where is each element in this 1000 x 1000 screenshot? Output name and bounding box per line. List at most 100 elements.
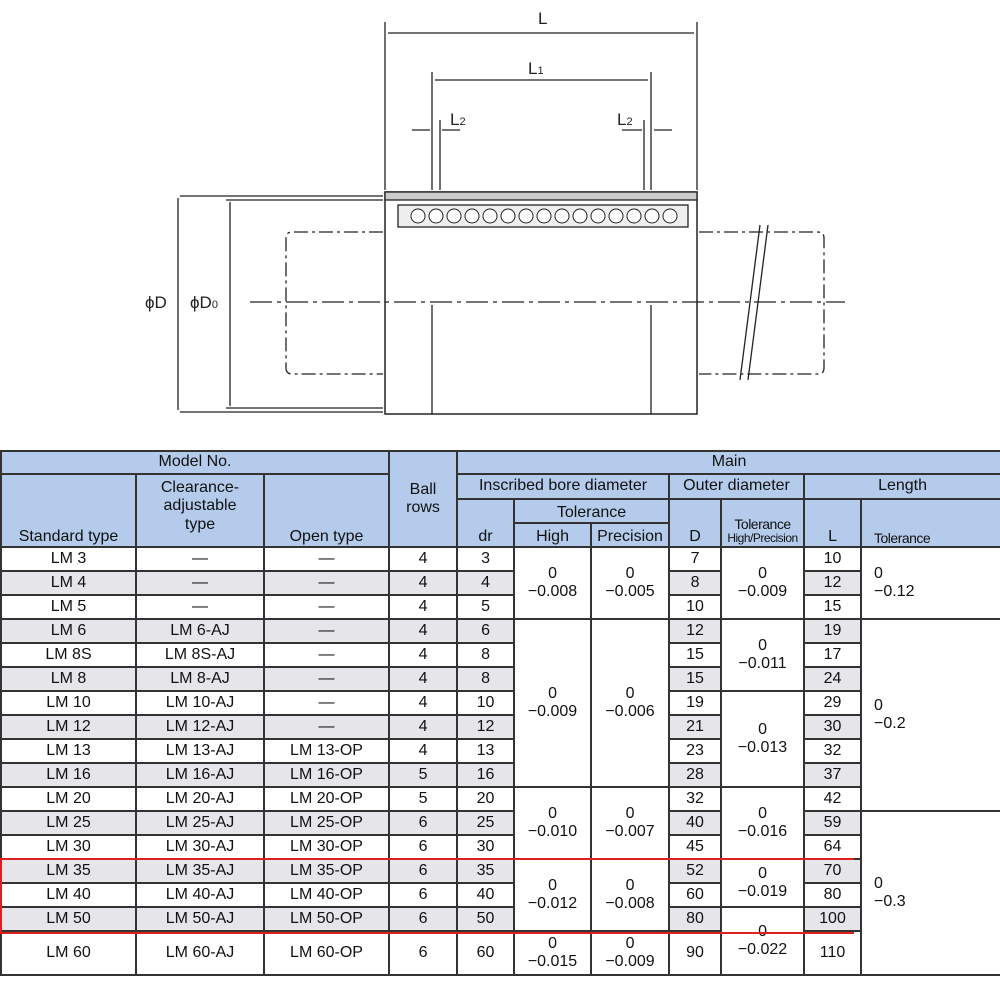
cell-L: 32 bbox=[803, 738, 863, 764]
cell-bore-tol-precision: 0 −0.009 bbox=[590, 930, 671, 976]
header-ball-rows: Ball rows bbox=[388, 450, 459, 548]
cell-clearance-type: LM 16-AJ bbox=[135, 762, 265, 788]
cell-L: 100 bbox=[803, 906, 863, 932]
cell-D: 52 bbox=[668, 858, 723, 884]
cell-open-type: LM 40-OP bbox=[262, 882, 391, 908]
cell-open-type: — bbox=[262, 642, 391, 668]
cell-dr: 40 bbox=[456, 882, 516, 908]
cell-clearance-type: — bbox=[135, 570, 265, 596]
cell-L: 19 bbox=[803, 618, 863, 644]
cell-ball-rows: 5 bbox=[388, 786, 459, 812]
cell-L: 37 bbox=[803, 762, 863, 788]
cell-open-type: — bbox=[262, 666, 391, 692]
cell-open-type: — bbox=[262, 594, 391, 620]
cell-standard-type: LM 20 bbox=[0, 786, 137, 812]
cell-clearance-type: LM 50-AJ bbox=[135, 906, 265, 932]
cell-outer-tol: 0 −0.013 bbox=[720, 690, 806, 788]
cell-ball-rows: 4 bbox=[388, 738, 459, 764]
cell-standard-type: LM 6 bbox=[0, 618, 137, 644]
cell-bore-tol-high: 0 −0.015 bbox=[513, 930, 593, 976]
cell-standard-type: LM 25 bbox=[0, 810, 137, 836]
cell-dr: 12 bbox=[456, 714, 516, 740]
cell-open-type: — bbox=[262, 714, 391, 740]
cell-D: 45 bbox=[668, 834, 723, 860]
header-clearance-type: Clearance- adjustable type bbox=[135, 473, 265, 548]
cell-standard-type: LM 50 bbox=[0, 906, 137, 932]
linear-bushing-drawing: L L1 L2 L2 ϕD ϕD0 bbox=[145, 9, 845, 415]
cell-dr: 25 bbox=[456, 810, 516, 836]
cell-ball-rows: 6 bbox=[388, 906, 459, 932]
cell-bore-tol-precision: 0 −0.005 bbox=[590, 546, 671, 620]
cell-L: 59 bbox=[803, 810, 863, 836]
cell-ball-rows: 5 bbox=[388, 762, 459, 788]
header-dr: dr bbox=[456, 498, 516, 548]
spec-table: Model No. Ball rows Main Standard type C… bbox=[0, 450, 1000, 976]
cell-standard-type: LM 12 bbox=[0, 714, 137, 740]
dim-L2-left: L2 bbox=[450, 110, 466, 129]
cell-dr: 5 bbox=[456, 594, 516, 620]
cell-dr: 3 bbox=[456, 546, 516, 572]
cell-clearance-type: LM 12-AJ bbox=[135, 714, 265, 740]
cell-D: 12 bbox=[668, 618, 723, 644]
cell-dr: 10 bbox=[456, 690, 516, 716]
cell-dr: 8 bbox=[456, 642, 516, 668]
cell-standard-type: LM 4 bbox=[0, 570, 137, 596]
cell-open-type: — bbox=[262, 546, 391, 572]
cell-L: 24 bbox=[803, 666, 863, 692]
cell-D: 80 bbox=[668, 906, 723, 932]
dim-D0: ϕD0 bbox=[190, 293, 218, 312]
cell-outer-tol: 0 −0.019 bbox=[720, 858, 806, 908]
header-L: L bbox=[803, 498, 863, 548]
cell-open-type: LM 50-OP bbox=[262, 906, 391, 932]
cell-open-type: LM 20-OP bbox=[262, 786, 391, 812]
header-model-no: Model No. bbox=[0, 450, 391, 475]
cell-bore-tol-high: 0 −0.012 bbox=[513, 858, 593, 932]
cell-L: 80 bbox=[803, 882, 863, 908]
cell-D: 32 bbox=[668, 786, 723, 812]
cell-bore-tol-precision: 0 −0.006 bbox=[590, 618, 671, 788]
header-precision: Precision bbox=[590, 522, 671, 548]
cell-dr: 16 bbox=[456, 762, 516, 788]
cell-ball-rows: 4 bbox=[388, 690, 459, 716]
cell-D: 7 bbox=[668, 546, 723, 572]
cell-ball-rows: 4 bbox=[388, 642, 459, 668]
cell-L: 15 bbox=[803, 594, 863, 620]
cell-bore-tol-high: 0 −0.010 bbox=[513, 786, 593, 860]
cell-standard-type: LM 40 bbox=[0, 882, 137, 908]
cell-clearance-type: LM 13-AJ bbox=[135, 738, 265, 764]
cell-open-type: LM 30-OP bbox=[262, 834, 391, 860]
cell-L: 42 bbox=[803, 786, 863, 812]
dim-L2-right: L2 bbox=[617, 110, 633, 129]
cell-clearance-type: — bbox=[135, 594, 265, 620]
header-length-tolerance: Tolerance bbox=[860, 498, 1000, 548]
cell-clearance-type: LM 25-AJ bbox=[135, 810, 265, 836]
cell-dr: 30 bbox=[456, 834, 516, 860]
cell-length-tol: 0 −0.2 bbox=[860, 618, 1000, 812]
cell-D: 60 bbox=[668, 882, 723, 908]
cell-D: 10 bbox=[668, 594, 723, 620]
cell-dr: 8 bbox=[456, 666, 516, 692]
header-standard-type: Standard type bbox=[0, 473, 137, 548]
cell-standard-type: LM 35 bbox=[0, 858, 137, 884]
cell-length-tol: 0 −0.3 bbox=[860, 810, 1000, 976]
cell-outer-tol: 0 −0.009 bbox=[720, 546, 806, 620]
cell-outer-tol: 0 −0.016 bbox=[720, 786, 806, 860]
cell-clearance-type: LM 8S-AJ bbox=[135, 642, 265, 668]
cell-D: 40 bbox=[668, 810, 723, 836]
cell-L: 17 bbox=[803, 642, 863, 668]
cell-dr: 20 bbox=[456, 786, 516, 812]
cell-standard-type: LM 60 bbox=[0, 930, 137, 976]
cell-D: 90 bbox=[668, 930, 723, 976]
cell-ball-rows: 6 bbox=[388, 930, 459, 976]
